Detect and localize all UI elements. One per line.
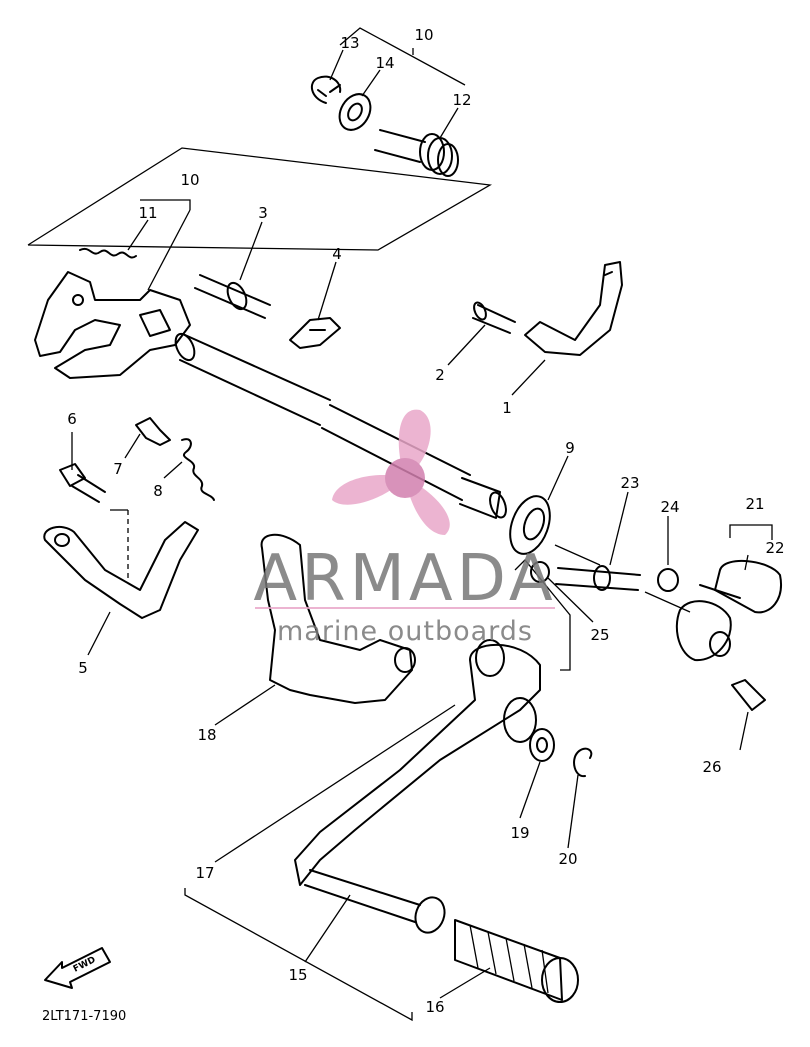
callout-16: 16 — [425, 998, 444, 1016]
group-bracket-15 — [184, 888, 413, 1022]
part-22-joint — [699, 559, 782, 614]
callout-23: 23 — [620, 474, 639, 492]
callout-25: 25 — [590, 626, 609, 644]
part-6-bolt — [59, 463, 106, 503]
part-20-circlip — [573, 747, 593, 778]
part-26-bolt — [731, 679, 766, 711]
callout-20: 20 — [558, 850, 577, 868]
watermark-brand: ARMADA — [253, 542, 556, 616]
part-15-pedal-pin — [304, 869, 446, 934]
fwd-arrow-icon: FWD — [44, 947, 111, 989]
watermark-tagline: marine outboards — [277, 616, 533, 647]
callout-26: 26 — [702, 758, 721, 776]
callout-10-upper: 10 — [414, 26, 433, 44]
part-11-spring — [79, 247, 137, 259]
part-21-rod-end — [675, 600, 732, 662]
callout-14: 14 — [375, 54, 394, 72]
part-2-bolt — [472, 301, 516, 334]
callout-11: 11 — [138, 204, 157, 222]
callout-1: 1 — [502, 399, 512, 417]
callout-21: 21 — [745, 495, 764, 513]
callout-labels: 13 10 14 12 10 11 3 4 2 1 6 7 8 9 23 24 … — [67, 26, 784, 1016]
armada-watermark: ARMADA marine outboards — [253, 409, 556, 647]
part-8-spring — [181, 438, 215, 501]
part-4-clip — [289, 317, 341, 349]
callout-18: 18 — [197, 726, 216, 744]
part-25-nut — [530, 561, 550, 583]
part-18-lever — [260, 533, 413, 704]
callout-8: 8 — [153, 482, 163, 500]
fwd-label: FWD — [72, 955, 98, 975]
callout-6: 6 — [67, 410, 77, 428]
part-24-nut — [657, 568, 679, 592]
part-1-lever — [524, 261, 623, 356]
callout-7: 7 — [113, 460, 123, 478]
part-7-pin — [135, 417, 171, 446]
part-14-washer — [338, 93, 372, 131]
part-5-lever-hole — [54, 533, 70, 547]
callout-15: 15 — [288, 966, 307, 984]
callout-24: 24 — [660, 498, 679, 516]
group-bracket-10-main — [27, 147, 493, 251]
callout-2: 2 — [435, 366, 445, 384]
part-10-shift-shaft — [174, 332, 507, 519]
callout-19: 19 — [510, 824, 529, 842]
callout-4: 4 — [332, 245, 342, 263]
callout-22: 22 — [765, 539, 784, 557]
callout-12: 12 — [452, 91, 471, 109]
diagram-code: 2LT171-7190 — [42, 1009, 126, 1024]
part-23-joint-bolt — [555, 565, 641, 591]
group-bracket-9-25 — [514, 559, 571, 671]
part-10-shift-shaft-arm — [34, 271, 191, 379]
part-12-torsion-spring — [374, 129, 459, 177]
part-19-washer — [529, 728, 555, 762]
group-bracket-21 — [729, 524, 773, 540]
part-13-circlip — [310, 75, 342, 104]
part-17-shift-pedal — [294, 639, 541, 886]
callout-9: 9 — [565, 439, 575, 457]
propeller-logo-icon — [332, 409, 450, 535]
callout-5: 5 — [78, 659, 88, 677]
callout-3: 3 — [258, 204, 268, 222]
part-5-lever — [43, 521, 199, 619]
leader-lines — [71, 49, 749, 999]
part-9-oil-seal — [509, 495, 551, 555]
callout-13: 13 — [340, 34, 359, 52]
callout-17: 17 — [195, 864, 214, 882]
part-16-rubber-foot — [454, 919, 579, 1003]
part-3-stud-bolt — [194, 274, 271, 319]
group-bracket-10-upper — [339, 27, 466, 86]
callout-10-main: 10 — [180, 171, 199, 189]
